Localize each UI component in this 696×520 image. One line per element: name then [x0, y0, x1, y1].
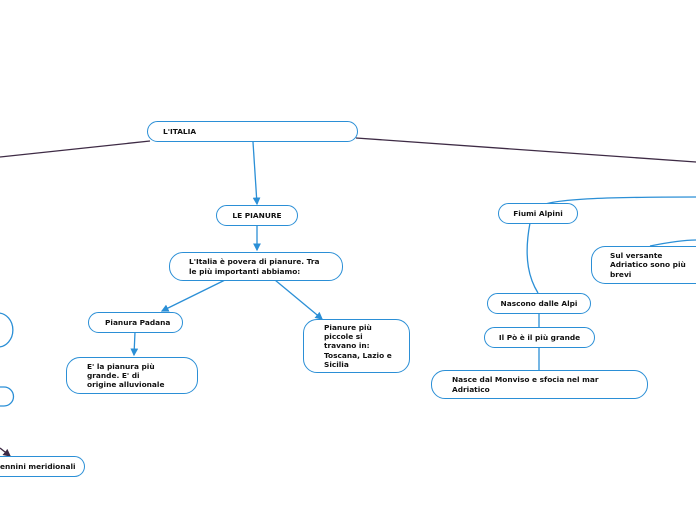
partial-node-left-1 — [0, 312, 14, 348]
monviso-node[interactable]: Nasce dal Monviso e sfocia nel mar Adria… — [431, 370, 648, 399]
piccole-node[interactable]: Pianure più piccole si travano in: Tosca… — [303, 319, 410, 373]
adriatico-node[interactable]: Sul versante Adriatico sono più brevi — [591, 246, 696, 284]
padana-node[interactable]: Pianura Padana — [88, 312, 183, 333]
piccole-node-label: Pianure più piccole si travano in: Tosca… — [324, 323, 392, 369]
connector-intro-piccole — [274, 279, 324, 320]
root-node[interactable]: L'ITALIA — [147, 121, 358, 142]
pianure-intro-node[interactable]: L'Italia è povera di pianure. Tra le più… — [169, 252, 343, 281]
adriatico-node-label: Sul versante Adriatico sono più brevi — [610, 251, 686, 279]
connector-root-right — [355, 137, 696, 163]
pianure-intro-label: L'Italia è povera di pianure. Tra le più… — [189, 257, 320, 276]
pianure-node[interactable]: LE PIANURE — [216, 205, 298, 226]
root-node-label: L'ITALIA — [163, 126, 197, 136]
padana-node-label: Pianura Padana — [105, 317, 171, 327]
fiumi-alpini-node[interactable]: Fiumi Alpini — [498, 203, 578, 224]
nascono-node-label: Nascono dalle Alpi — [500, 298, 578, 308]
connector-padana-desc — [130, 331, 139, 357]
connector-root-pianure — [252, 141, 261, 206]
po-node[interactable]: Il Pò è il più grande — [484, 327, 595, 348]
appennini-node[interactable]: ennini meridionali — [0, 456, 85, 477]
connector-intro-padana — [160, 279, 226, 312]
pianure-node-label: LE PIANURE — [232, 210, 282, 220]
connector-fiumi-nascono — [526, 222, 539, 294]
monviso-node-label: Nasce dal Monviso e sfocia nel mar Adria… — [452, 375, 599, 394]
appennini-node-label: ennini meridionali — [0, 461, 76, 471]
nascono-node[interactable]: Nascono dalle Alpi — [487, 293, 591, 314]
fiumi-alpini-label: Fiumi Alpini — [513, 208, 563, 218]
po-node-label: Il Pò è il più grande — [498, 332, 581, 342]
connector-root-left — [0, 140, 151, 158]
connector-left-appennini — [0, 447, 12, 457]
connector-right-adriatico — [649, 239, 696, 247]
padana-desc-node[interactable]: E' la pianura più grande. E' di origine … — [66, 357, 198, 394]
padana-desc-label: E' la pianura più grande. E' di origine … — [87, 361, 165, 390]
partial-node-left-2 — [0, 386, 15, 407]
